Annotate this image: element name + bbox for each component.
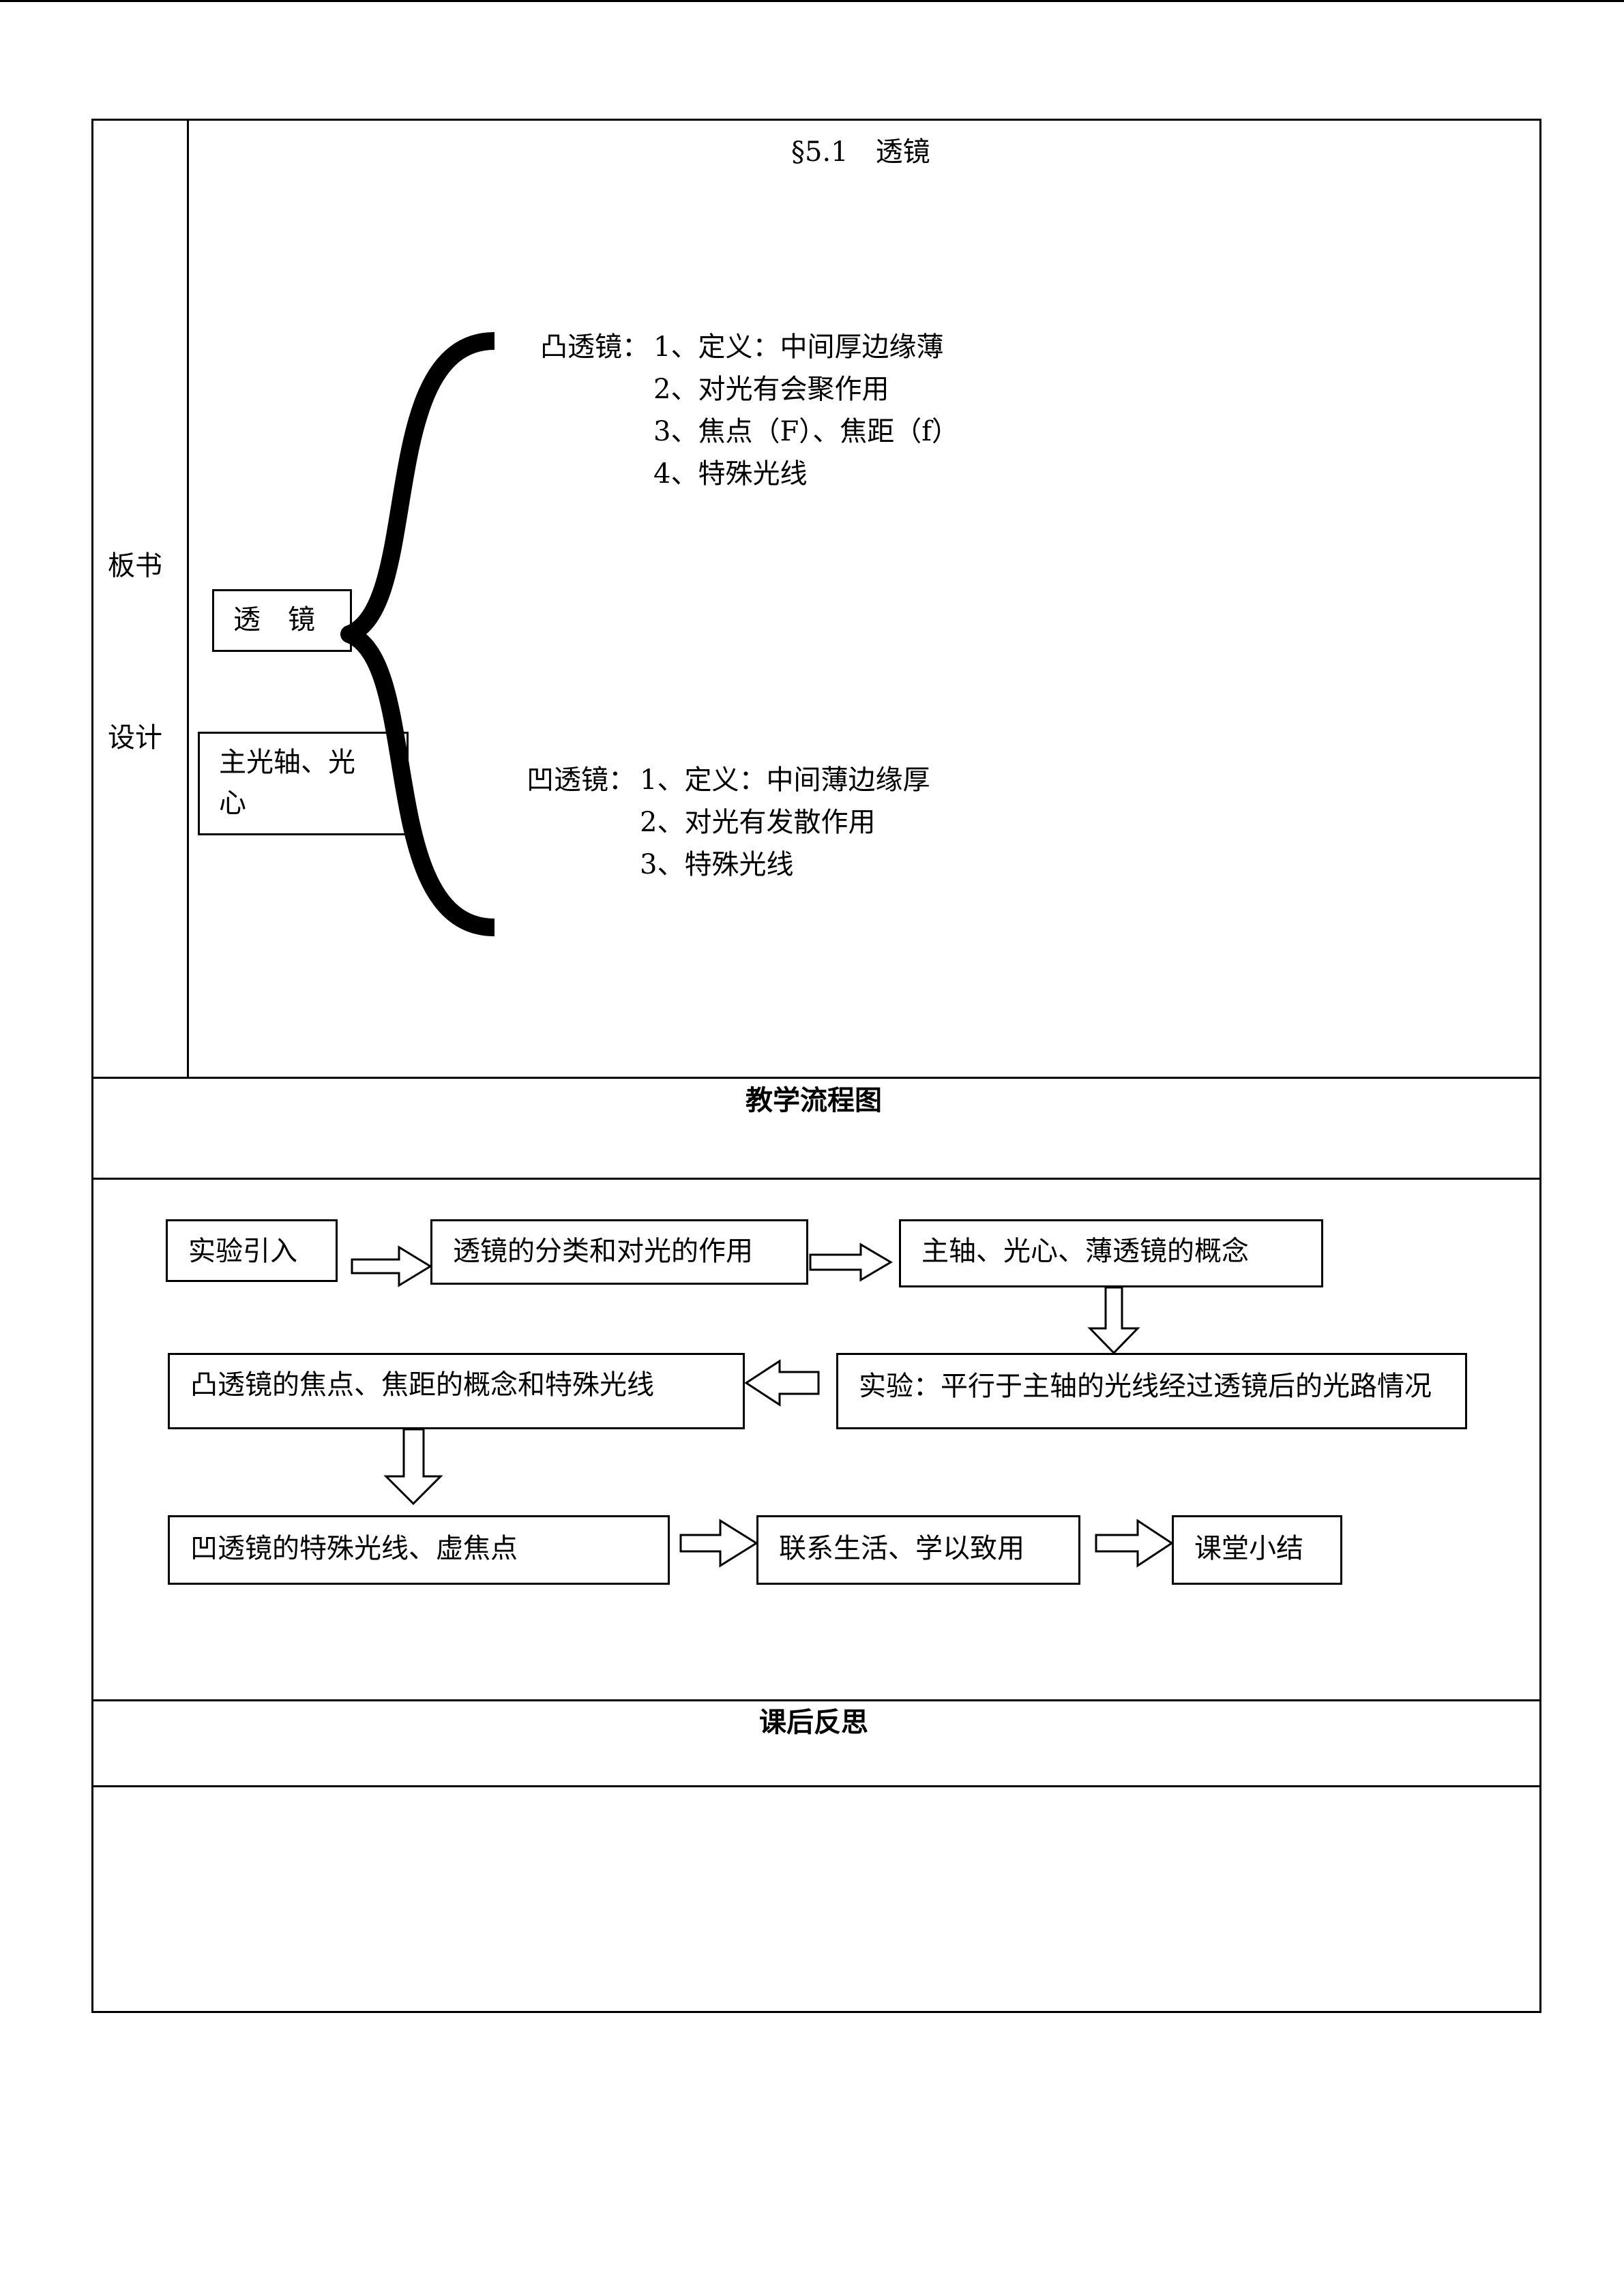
concave-item: 1、定义：中间薄边缘厚 — [640, 764, 930, 796]
arrow-right-icon — [679, 1519, 758, 1568]
arrow-down-icon — [1087, 1286, 1140, 1355]
convex-item: 3、焦点（F）、焦距（f） — [653, 416, 960, 447]
principal-axis-box: 主光轴、光 心 — [198, 732, 409, 835]
arrow-right-icon — [351, 1245, 432, 1287]
page-top-border — [0, 0, 1624, 2]
side-label-design: 设计 — [108, 722, 162, 754]
reflection-area — [93, 1787, 1539, 2011]
flow-step-real-life: 联系生活、学以致用 — [756, 1515, 1080, 1585]
arrow-right-icon — [1095, 1519, 1174, 1568]
concave-item: 3、特殊光线 — [640, 849, 794, 880]
arrow-right-icon — [809, 1242, 893, 1282]
flow-step-concave-special-rays: 凹透镜的特殊光线、虚焦点 — [168, 1515, 670, 1585]
arrow-left-icon — [744, 1359, 820, 1407]
arrow-down-icon — [383, 1428, 443, 1506]
convex-label: 凸透镜： — [540, 331, 649, 363]
flow-step-focus-concepts: 凸透镜的焦点、焦距的概念和特殊光线 — [168, 1353, 745, 1429]
flow-step-experiment-intro: 实验引入 — [166, 1219, 338, 1282]
reflection-section-header: 课后反思 — [759, 1706, 868, 1738]
flow-section-header: 教学流程图 — [745, 1084, 882, 1116]
convex-item: 1、定义：中间厚边缘薄 — [653, 331, 944, 363]
flow-step-lens-classification: 透镜的分类和对光的作用 — [430, 1219, 808, 1285]
lens-box: 透 镜 — [212, 589, 352, 652]
concave-label: 凹透镜： — [527, 764, 636, 796]
flow-step-parallel-light-experiment: 实验：平行于主轴的光线经过透镜后的光路情况 — [836, 1353, 1467, 1429]
concave-item: 2、对光有发散作用 — [640, 807, 876, 838]
side-label-board: 板书 — [108, 550, 162, 582]
page-title: §5.1 透镜 — [791, 136, 930, 168]
convex-item: 2、对光有会聚作用 — [653, 374, 889, 405]
convex-item: 4、特殊光线 — [653, 458, 808, 490]
flow-step-axis-concepts: 主轴、光心、薄透镜的概念 — [899, 1219, 1323, 1287]
flow-step-summary: 课堂小结 — [1172, 1515, 1342, 1585]
